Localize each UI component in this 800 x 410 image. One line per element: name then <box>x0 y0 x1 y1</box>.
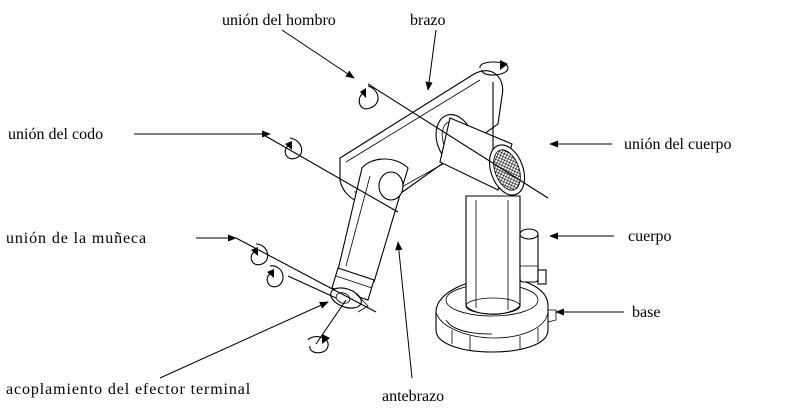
leader-end-effector-coupling <box>159 301 329 379</box>
rotation-icon-end-effector <box>307 334 330 354</box>
label-shoulder-joint: unión del hombro <box>222 12 336 29</box>
label-base: base <box>632 304 660 321</box>
wrist-axis <box>235 237 377 313</box>
robot-forearm <box>330 158 409 313</box>
leader-arm <box>425 29 437 91</box>
rotation-icon-elbow <box>284 137 303 160</box>
robot-body <box>465 195 547 315</box>
label-end-effector-coupling: acoplamiento del efector terminal <box>6 381 251 398</box>
rotation-icon-wrist <box>250 243 269 266</box>
label-forearm: antebrazo <box>382 388 444 405</box>
rotation-icon-shoulder <box>358 85 379 110</box>
rotation-icon-body <box>479 60 509 76</box>
shoulder-axis <box>367 83 549 199</box>
elbow-axis <box>261 133 399 213</box>
leader-shoulder-joint <box>281 29 355 79</box>
wrist-pitch-axis <box>287 275 337 299</box>
rotation-icon-wrist-pitch <box>266 265 284 288</box>
label-body-joint: unión del cuerpo <box>624 136 732 153</box>
label-arm: brazo <box>410 12 446 29</box>
leader-forearm <box>395 241 413 379</box>
label-body: cuerpo <box>628 228 672 245</box>
label-elbow-joint: unión del codo <box>8 126 103 143</box>
label-wrist-joint: unión de la muñeca <box>6 230 147 247</box>
